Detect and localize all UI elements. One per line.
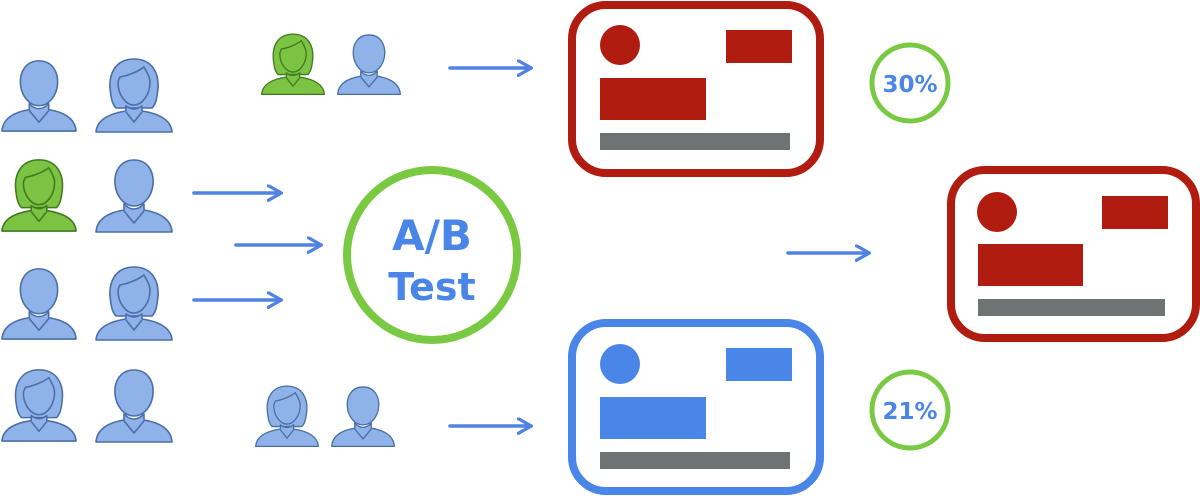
card-image-circle bbox=[600, 344, 640, 384]
result-a-circle bbox=[869, 42, 951, 124]
man-icon bbox=[1, 268, 77, 340]
test-label-line1: A/B bbox=[392, 211, 472, 260]
card-block bbox=[600, 78, 706, 120]
woman-icon bbox=[254, 385, 320, 448]
card-block bbox=[726, 30, 792, 63]
result-a: 30% bbox=[869, 42, 951, 124]
card-bar bbox=[600, 133, 790, 150]
card-block bbox=[726, 348, 792, 381]
variant-a-card bbox=[568, 1, 824, 177]
group-a-users bbox=[260, 33, 402, 96]
man-icon bbox=[336, 34, 402, 96]
result-b-circle bbox=[869, 369, 951, 451]
winner-card bbox=[947, 166, 1200, 342]
test-label-line2: Test bbox=[388, 265, 475, 309]
man-icon bbox=[95, 369, 173, 443]
ab-test-node: A/B Test bbox=[343, 166, 521, 344]
group-b-users bbox=[254, 385, 396, 448]
card-block bbox=[978, 244, 1083, 286]
card-image-circle bbox=[600, 25, 640, 65]
woman-icon bbox=[95, 58, 173, 133]
man-icon bbox=[95, 159, 173, 233]
test-circle bbox=[343, 166, 521, 344]
card-block bbox=[600, 397, 706, 439]
result-b: 21% bbox=[869, 369, 951, 451]
card-image-circle bbox=[977, 192, 1017, 232]
woman-icon bbox=[95, 266, 173, 341]
woman-icon bbox=[260, 33, 326, 96]
card-bar bbox=[978, 299, 1165, 316]
result-a-value: 30% bbox=[882, 72, 937, 98]
man-icon bbox=[330, 386, 396, 448]
card-bar bbox=[600, 452, 790, 469]
variant-b-card bbox=[568, 319, 824, 495]
audience-grid bbox=[1, 58, 173, 443]
result-b-value: 21% bbox=[882, 399, 937, 425]
woman-icon bbox=[1, 369, 77, 442]
card-block bbox=[1102, 196, 1168, 229]
input-arrows bbox=[192, 193, 320, 300]
man-icon bbox=[1, 60, 77, 132]
woman-icon bbox=[1, 159, 77, 232]
